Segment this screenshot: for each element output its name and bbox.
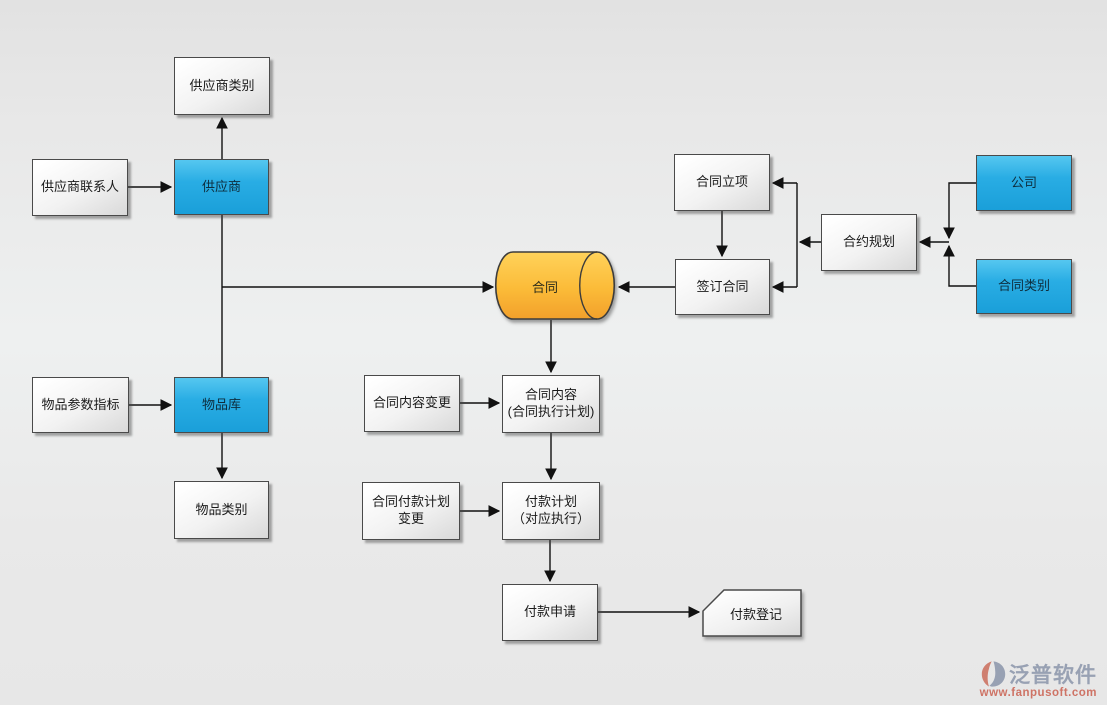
node-company-label: 公司 <box>1010 174 1037 190</box>
node-payment-plan: 付款计划 （对应执行） <box>502 482 600 540</box>
node-sign-contract-label: 签订合同 <box>696 278 749 294</box>
edge-contract-category-to-junction <box>943 244 976 287</box>
node-supplier-contact-label: 供应商联系人 <box>40 179 119 195</box>
node-contract-initiation: 合同立项 <box>674 154 770 211</box>
node-payment-plan-line2: （对应执行） <box>511 511 590 526</box>
node-supplier-contact: 供应商联系人 <box>32 159 128 216</box>
node-payment-request-label: 付款申请 <box>523 604 576 620</box>
node-contract-content-line1: 合同内容 <box>524 387 577 403</box>
node-contract-content: 合同内容 (合同执行计划) <box>502 375 600 433</box>
node-item-category: 物品类别 <box>174 481 269 539</box>
node-contract-planning: 合约规划 <box>821 214 917 271</box>
node-contract-planning-label: 合约规划 <box>842 234 895 250</box>
node-payment-request: 付款申请 <box>502 584 598 641</box>
node-payment-register: 付款登记 <box>702 589 802 637</box>
node-company: 公司 <box>976 155 1072 211</box>
node-contract-initiation-label: 合同立项 <box>695 174 748 190</box>
node-item-params-label: 物品参数指标 <box>41 396 120 412</box>
node-supplier-label: 供应商 <box>201 178 241 194</box>
node-item-category-label: 物品类别 <box>195 501 248 517</box>
node-payment-plan-change-line2: 变更 <box>397 511 424 526</box>
node-contract-category-label: 合同类别 <box>997 278 1050 294</box>
node-supplier: 供应商 <box>174 159 269 215</box>
node-item-library: 物品库 <box>174 377 269 433</box>
card-shape <box>702 589 802 637</box>
node-payment-register-label: 付款登记 <box>729 606 782 622</box>
node-item-library-label: 物品库 <box>201 396 241 412</box>
node-contract-content-change-label: 合同内容变更 <box>372 395 451 411</box>
node-contract-category: 合同类别 <box>976 259 1072 314</box>
node-item-params: 物品参数指标 <box>32 377 129 433</box>
node-contract-content-change: 合同内容变更 <box>364 375 460 432</box>
node-contract-label: 合同 <box>531 279 558 295</box>
node-contract-content-line2: (合同执行计划) <box>507 404 595 419</box>
node-payment-plan-change: 合同付款计划 变更 <box>362 482 460 540</box>
node-payment-plan-line1: 付款计划 <box>524 494 577 510</box>
node-payment-plan-change-line1: 合同付款计划 <box>371 494 450 510</box>
brand-watermark: 泛普软件 www.fanpusoft.com <box>980 659 1097 699</box>
fanpu-logo-icon <box>981 661 1006 687</box>
node-sign-contract: 签订合同 <box>675 259 770 315</box>
node-supplier-category: 供应商类别 <box>174 57 270 115</box>
node-supplier-category-label: 供应商类别 <box>189 77 255 93</box>
brand-name: 泛普软件 <box>1009 664 1097 687</box>
brand-url: www.fanpusoft.com <box>979 687 1097 699</box>
cylinder-shape <box>494 251 616 320</box>
node-contract: 合同 <box>492 250 618 322</box>
edge-company-to-junction <box>943 182 976 240</box>
